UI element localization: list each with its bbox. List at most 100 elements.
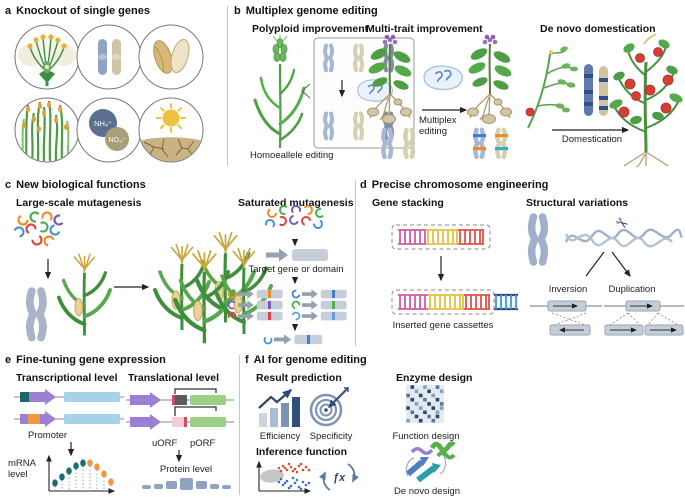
- transcriptional-arrow: [67, 442, 75, 457]
- chromosomes-banded: [584, 64, 608, 116]
- domestication-arrow: [552, 126, 630, 134]
- fx-function-icon: ƒx: [318, 463, 360, 491]
- population-arrow: [114, 283, 150, 291]
- tomato-fruit: [525, 107, 535, 117]
- nh4-label: NH₄⁺: [94, 119, 112, 128]
- panel-d-header: d Precise chromosome engineering: [360, 179, 548, 191]
- stacking-arrow: [437, 256, 445, 282]
- scatter-plot-icon: [256, 460, 312, 494]
- orf-gene-rows: [126, 388, 234, 430]
- saturated-title: Saturated mutagenesis: [238, 197, 354, 209]
- panel-a-title: Knockout of single genes: [16, 5, 150, 17]
- inserted-cassettes-caption: Inserted gene cassettes: [392, 320, 494, 331]
- target-gene-caption: Target gene or domain: [248, 264, 344, 275]
- function-design-icon: [406, 385, 444, 423]
- panel-e-title: Fine-tuning gene expression: [16, 354, 166, 366]
- saturated-arrow-2: [291, 277, 299, 285]
- translational-arrow: [175, 450, 183, 463]
- nutrient-trait-icon: NH₄⁺ NO₃⁻: [76, 97, 142, 163]
- selected-variant: [263, 334, 323, 345]
- enzyme-design-title: Enzyme design: [396, 372, 473, 384]
- inversion-glyph: [530, 300, 602, 336]
- efficiency-icon: [258, 388, 300, 427]
- panel-d-title: Precise chromosome engineering: [371, 179, 549, 191]
- divider-e-f: [239, 355, 240, 495]
- panel-c-tag: c: [5, 179, 12, 191]
- cassette-ladder-before: [391, 224, 491, 250]
- protein-level-glyph: [142, 478, 231, 490]
- cas9-icon: [423, 65, 464, 91]
- sun-icon: [162, 109, 180, 127]
- guide-library-icons-2: [265, 205, 325, 229]
- duplication-glyph: [604, 300, 684, 336]
- potato-plant-before: [365, 33, 415, 125]
- target-gene-glyph: [266, 248, 328, 262]
- panel-f-title: AI for genome editing: [253, 354, 367, 366]
- denovo-design-icon: [405, 441, 456, 483]
- domesticated-tomato-illustration: [609, 33, 683, 168]
- function-design-label: Function design: [392, 431, 460, 442]
- inference-function-title: Inference function: [256, 446, 348, 458]
- cassette-ladder-after: [391, 289, 518, 315]
- variant-library: [227, 289, 347, 321]
- flower-trait-icon: [14, 24, 80, 90]
- porf-label: pORF: [190, 438, 216, 449]
- variation-arrows: [585, 251, 646, 282]
- large-scale-title: Large-scale mutagenesis: [16, 197, 142, 209]
- homoeallele-caption: Homoeallele editing: [250, 150, 334, 161]
- zoom-brace: [301, 83, 311, 99]
- maize-plant-single: [56, 251, 113, 338]
- panel-b-header: b Multiplex genome editing: [234, 5, 378, 17]
- uorf-label: uORF: [152, 438, 178, 449]
- denovo-design-label: De novo design: [393, 486, 461, 497]
- efficiency-label: Efficiency: [259, 431, 301, 442]
- mrna-label-line2: level: [8, 469, 28, 480]
- chromosomes-unedited: [378, 126, 424, 160]
- drought-trait-icon: [138, 97, 204, 163]
- transcriptional-title: Transcriptional level: [16, 372, 118, 384]
- panel-b-tag: b: [234, 5, 241, 17]
- chromosome-trait-icon: [76, 24, 142, 90]
- wild-tomato-illustration: [525, 46, 578, 129]
- fx-label: ƒx: [333, 472, 346, 484]
- domestication-label: Domestication: [561, 134, 623, 145]
- translational-title: Translational level: [128, 372, 220, 384]
- inversion-label: Inversion: [548, 284, 588, 295]
- divider-a-b: [227, 6, 228, 166]
- specificity-icon: [309, 387, 349, 427]
- mrna-level-chart: [46, 454, 116, 494]
- panel-f-tag: f: [245, 354, 249, 366]
- specificity-label: Specificity: [309, 431, 353, 442]
- mutagenesis-down-arrow: [44, 259, 52, 280]
- protein-level-label: Protein level: [159, 464, 213, 475]
- saturated-arrow-1: [291, 239, 299, 247]
- panel-d-tag: d: [360, 179, 367, 191]
- guide-library-icons: [13, 211, 65, 247]
- promoter-label: Promoter: [28, 430, 68, 441]
- denovo-title: De novo domestication: [540, 23, 656, 35]
- divider-c-d: [355, 180, 356, 346]
- stacking-title: Gene stacking: [372, 197, 444, 209]
- panel-a-header: a Knockout of single genes: [5, 5, 150, 17]
- structural-title: Structural variations: [526, 197, 629, 209]
- panel-f-header: f AI for genome editing: [245, 354, 367, 366]
- saturated-arrow-3: [291, 324, 299, 332]
- panel-e-tag: e: [5, 354, 12, 366]
- duplication-label: Duplication: [608, 284, 656, 295]
- chromosome-unwinding: ✂: [522, 208, 684, 256]
- multiplex-editing-step: [422, 65, 468, 114]
- multitrait-title: Multi-trait improvement: [366, 23, 483, 35]
- panel-a-tag: a: [5, 5, 12, 17]
- result-prediction-title: Result prediction: [256, 372, 342, 384]
- chromosome-large: [18, 286, 58, 344]
- panel-b-title: Multiplex genome editing: [245, 5, 378, 17]
- panel-e-header: e Fine-tuning gene expression: [5, 354, 166, 366]
- promoter-gene-rows: [14, 389, 124, 427]
- multiplex-label-line2: editing: [419, 126, 447, 137]
- panel-c-title: New biological functions: [16, 179, 146, 191]
- potato-plant-after: [465, 33, 515, 125]
- seed-trait-icon: [138, 24, 204, 90]
- no3-label: NO₃⁻: [108, 137, 125, 144]
- polyploid-title: Polyploid improvement: [252, 23, 369, 35]
